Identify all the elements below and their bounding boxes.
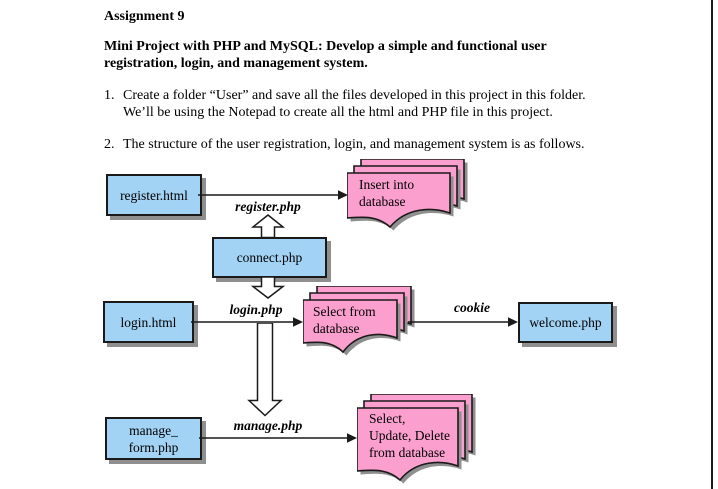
- flow-label-cookie: cookie: [454, 300, 490, 315]
- box-welcome-php-label: welcome.php: [529, 315, 602, 330]
- flow-label-manage-php: manage.php: [233, 418, 303, 433]
- block-arrow-down-short-icon: [250, 277, 286, 299]
- intro-line-2: registration, login, and management syst…: [104, 56, 368, 71]
- block-arrow-down-long-icon: [247, 323, 283, 417]
- intro-line-1: Mini Project with PHP and MySQL: Develop…: [104, 39, 547, 54]
- arrow-select-to-welcome-icon: [408, 317, 518, 327]
- page-edge-divider: [711, 0, 713, 489]
- page-title: Assignment 9: [104, 9, 185, 24]
- box-manage-form-php: manage_ form.php: [105, 417, 202, 460]
- box-register-html-label: register.html: [120, 187, 188, 203]
- flow-label-login-php: login.php: [229, 302, 283, 317]
- doc-crud-line-1: Select,: [369, 411, 406, 426]
- box-connect-php: connect.php: [212, 237, 327, 278]
- doc-crud-text: Select, Update, Delete from database: [369, 410, 450, 461]
- doc-select-line-2: database: [313, 321, 360, 336]
- document-stack-crud-icon: [357, 394, 476, 484]
- doc-select-line-1: Select from: [313, 304, 376, 319]
- item-1-line-1: Create a folder “User” and save all the …: [123, 88, 586, 103]
- block-arrow-up-icon: [250, 214, 286, 238]
- doc-insert-line-1: Insert into: [359, 177, 415, 192]
- document-stack-select-icon: [303, 286, 415, 356]
- item-2-line-1: The structure of the user registration, …: [123, 137, 585, 152]
- box-connect-php-label: connect.php: [236, 250, 303, 265]
- arrow-login-to-select-icon: [191, 317, 303, 327]
- item-1-line-2: We’ll be using the Notepad to create all…: [123, 105, 553, 120]
- box-manage-form-php-label-1: manage_: [129, 422, 178, 438]
- item-2-number: 2.: [104, 137, 115, 152]
- arrow-register-to-insert-icon: [198, 190, 348, 200]
- arrow-manage-to-crud-icon: [199, 433, 357, 443]
- item-1-number: 1.: [104, 88, 115, 103]
- doc-select-text: Select from database: [313, 303, 376, 337]
- doc-crud-line-3: from database: [369, 445, 446, 460]
- box-welcome-php: welcome.php: [518, 302, 613, 343]
- box-login-html-label: login.html: [120, 314, 177, 330]
- box-register-html: register.html: [106, 174, 202, 216]
- doc-crud-line-2: Update, Delete: [369, 428, 450, 443]
- document-stack-insert-icon: [347, 159, 468, 231]
- flow-label-register-php: register.php: [235, 199, 301, 214]
- doc-insert-text: Insert into database: [359, 176, 414, 210]
- box-login-html: login.html: [103, 301, 194, 343]
- doc-insert-line-2: database: [359, 194, 406, 209]
- box-manage-form-php-label-2: form.php: [128, 439, 179, 455]
